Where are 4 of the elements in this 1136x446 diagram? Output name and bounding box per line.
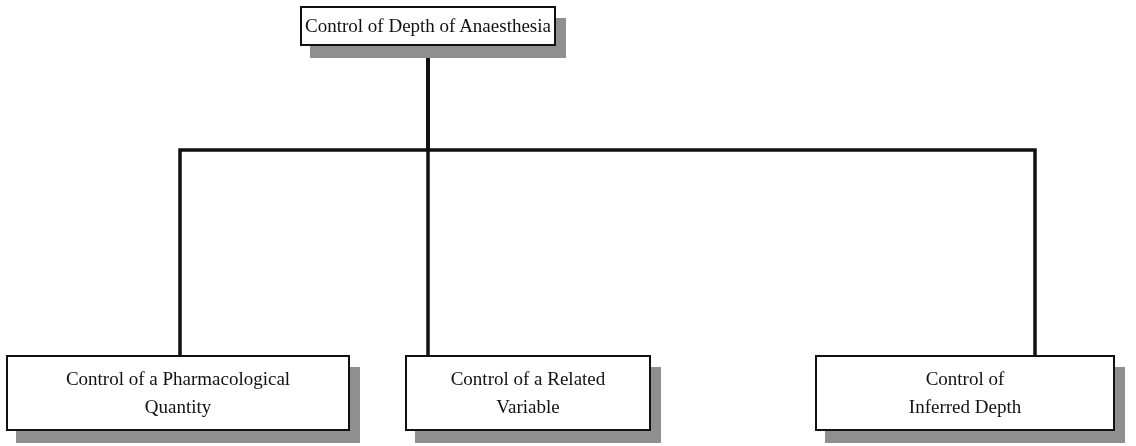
node-label: Control of Inferred Depth xyxy=(907,367,1023,419)
node-label: Control of Depth of Anaesthesia xyxy=(305,14,551,38)
node-label: Control of a Pharmacological Quantity xyxy=(64,367,292,419)
node-label: Control of a Related Variable xyxy=(449,367,607,419)
